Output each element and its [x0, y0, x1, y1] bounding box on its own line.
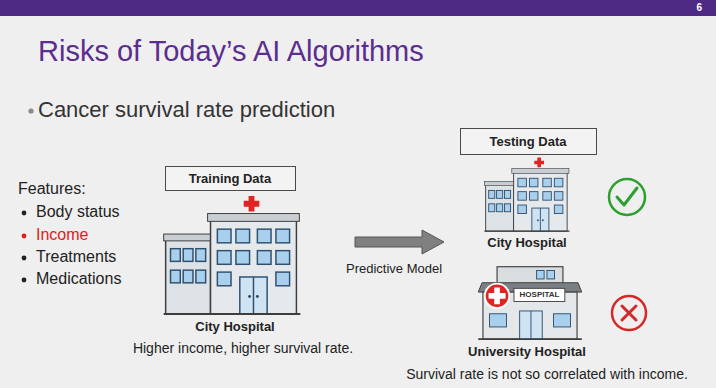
hospital-note: Survival rate is not so correlated with … [406, 366, 688, 382]
arrow-label: Predictive Model [346, 262, 442, 277]
hospital-name: University Hospital [468, 345, 586, 360]
bullet-dot [22, 234, 27, 239]
feature-item: Body status [36, 203, 120, 221]
bullet-dot [22, 278, 27, 283]
hospital-note: Higher income, higher survival rate. [133, 340, 353, 356]
feature-item: Medications [36, 270, 121, 288]
feature-item: Treatments [36, 248, 116, 266]
box-text: Testing Data [489, 134, 566, 149]
sign-text: HOSPITAL [519, 290, 561, 300]
flow-arrow [355, 230, 444, 254]
header-box: Testing Data [460, 128, 597, 155]
slide-title: Risks of Today’s AI Algorithms [38, 35, 424, 68]
check-icon [609, 179, 645, 215]
bullet-text: Cancer survival rate prediction [38, 97, 335, 122]
hospital-name: City Hospital [195, 320, 274, 335]
bullet-dot [22, 211, 27, 216]
bullet-dot [22, 256, 27, 261]
hospital-icon [478, 267, 582, 339]
list-heading: Features: [18, 180, 86, 198]
header-box: Training Data [165, 166, 296, 191]
hospital-icon [164, 196, 301, 314]
hospital-icon [484, 158, 569, 232]
feature-item: Income [36, 226, 88, 244]
page-number: 6 [696, 2, 702, 14]
cross-icon [612, 296, 646, 330]
hospital-name: City Hospital [487, 236, 566, 251]
bullet-dot [28, 108, 33, 113]
box-text: Training Data [189, 171, 271, 186]
top-bar [0, 0, 716, 16]
